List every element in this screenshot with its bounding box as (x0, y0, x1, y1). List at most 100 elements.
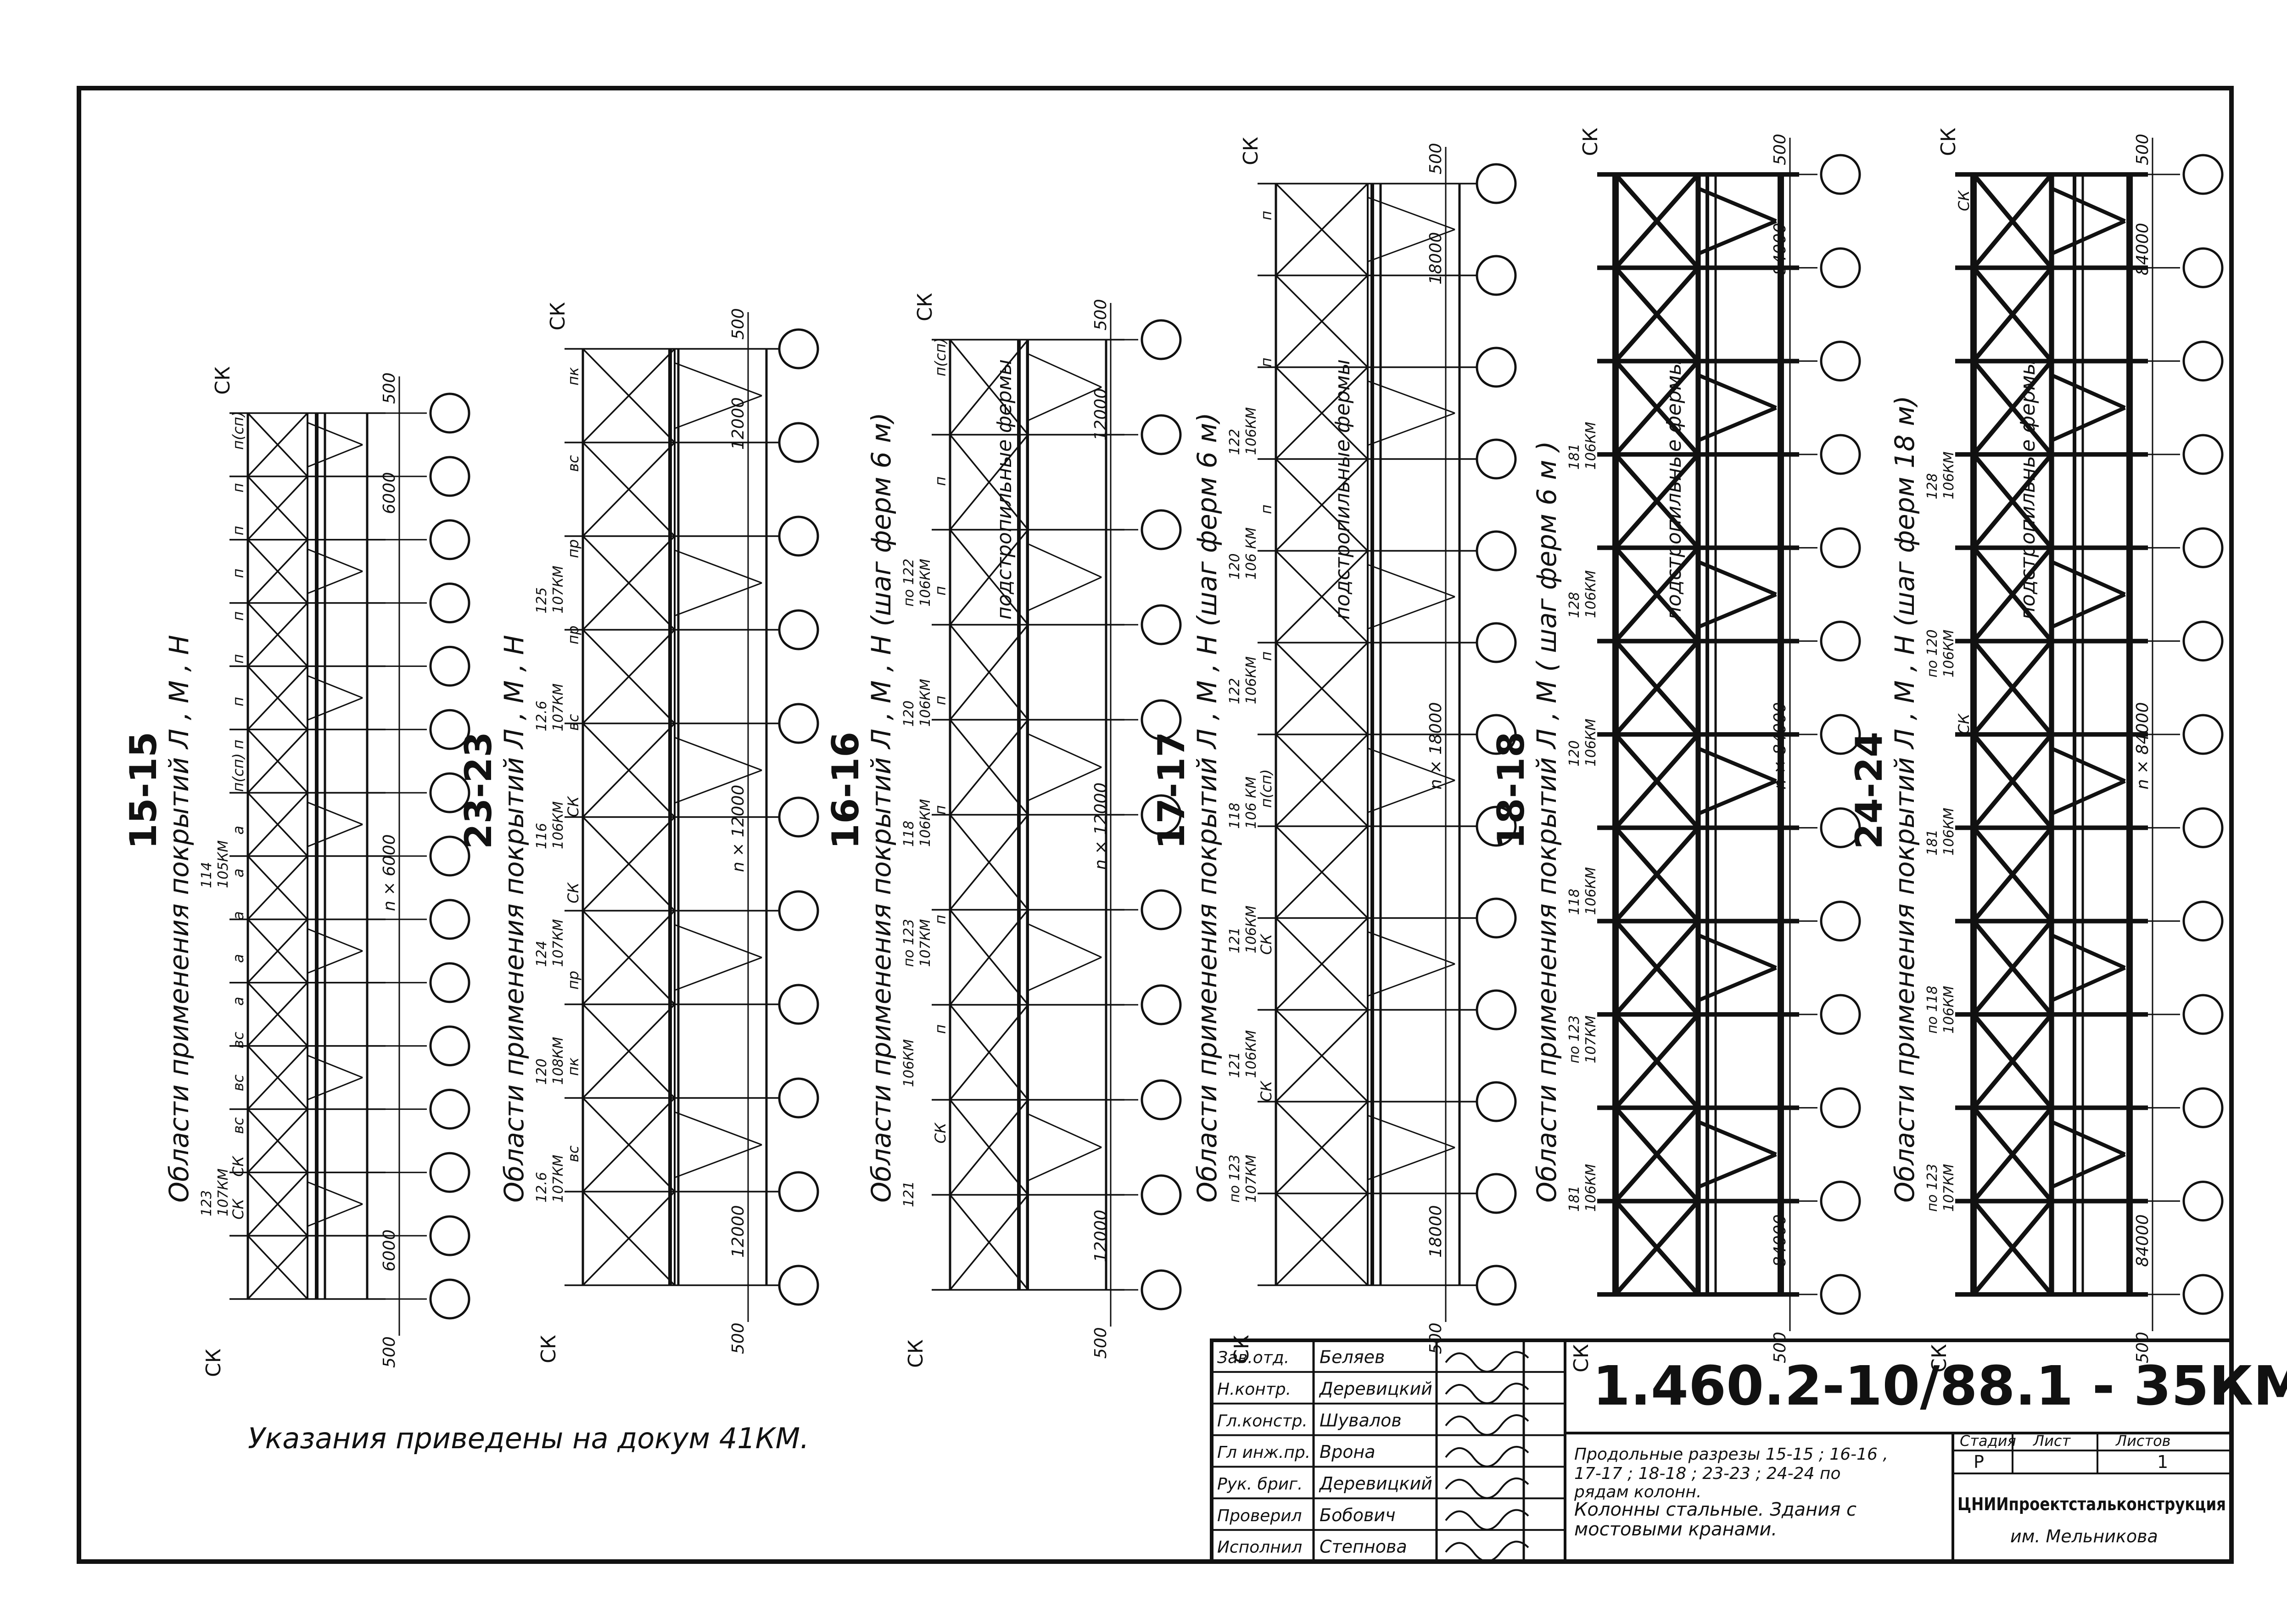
axis-marker-circle (1476, 1265, 1517, 1306)
bottom-mark: СК (1928, 1344, 1951, 1372)
axis-marker-circle (1476, 530, 1517, 571)
axis-marker-circle (778, 1265, 819, 1306)
member-label: п(сп) (229, 411, 247, 450)
member-label: п(сп) (229, 753, 247, 792)
axis-marker-circle (778, 796, 819, 838)
top-mark: СК (546, 302, 570, 330)
reference-callout: 118 (901, 821, 917, 847)
bottom-mark: СК (1570, 1344, 1593, 1372)
title-block-name: Степнова (1320, 1537, 1407, 1557)
axis-marker-circle (1476, 622, 1517, 663)
member-label: п (229, 483, 247, 493)
reference-callout: 118 (1227, 802, 1243, 829)
reference-callout: 107КМ (215, 1168, 231, 1216)
top-mark: СК (1239, 137, 1263, 165)
member-label: п (932, 915, 949, 924)
section-mark: 23-23 (457, 732, 500, 849)
member-label: СК (565, 796, 582, 817)
axis-marker-circle (1141, 1079, 1182, 1120)
axis-marker-circle (1476, 255, 1517, 296)
dim-bottom: 500 (1091, 1327, 1110, 1359)
reference-callout: 107КМ (550, 683, 566, 732)
axis-marker-circle (1820, 341, 1861, 382)
member-label: п (932, 1025, 949, 1034)
reference-callout: 128 (1566, 592, 1582, 618)
sheet-label: Лист (2033, 1432, 2071, 1450)
member-label: п (932, 476, 949, 486)
sheet-frame (77, 86, 2234, 1564)
reference-callout: 116 (534, 823, 550, 849)
axis-marker-circle (1820, 994, 1861, 1035)
member-label: п (1258, 211, 1275, 220)
member-label: п (229, 611, 247, 621)
reference-callout: 128 (1924, 473, 1940, 499)
reference-callout: 107КМ (917, 919, 934, 967)
member-label: пр (565, 626, 582, 644)
reference-callout: 106КМ (917, 679, 934, 727)
reference-callout: 105КМ (215, 840, 231, 888)
span-mid: n × 6000 (380, 834, 399, 911)
axis-marker-circle (1820, 714, 1861, 755)
axis-marker-circle (1141, 699, 1182, 740)
section-caption: Области применения покрытий Л , М , Н (ш… (866, 413, 897, 1203)
reference-callout: 107КМ (1583, 1015, 1599, 1064)
title-block-role: Н.контр. (1217, 1380, 1291, 1399)
member-label: п (1258, 358, 1275, 367)
reference-callout: 107КМ (550, 566, 566, 614)
span-top: 84000 (2133, 223, 2152, 275)
member-label: а (229, 826, 247, 835)
axis-marker-circle (1820, 247, 1861, 288)
axis-marker-circle (1141, 1269, 1182, 1310)
dim-bottom: 500 (1771, 1332, 1789, 1363)
section-caption: Области применения покрытий Л , М , Н (ш… (1191, 413, 1223, 1203)
axis-marker-circle (1476, 1081, 1517, 1122)
axis-marker-circle (2182, 527, 2224, 568)
reference-callout: 124 (534, 941, 550, 967)
axis-marker-circle (429, 456, 470, 497)
reference-callout: по 123 (1227, 1154, 1243, 1203)
member-label: п (932, 695, 949, 705)
member-label: вс (229, 1075, 247, 1092)
reference-callout: 107КМ (1243, 1154, 1259, 1203)
section-mark: 18-18 (1490, 732, 1532, 849)
dim-top: 500 (729, 308, 748, 340)
sheets-value: 1 (2157, 1452, 2168, 1472)
description-line-4: Колонны стальные. Здания с (1574, 1499, 1856, 1520)
axis-marker-circle (1141, 509, 1182, 550)
axis-marker-circle (1476, 438, 1517, 480)
reference-callout: 106КМ (550, 801, 566, 849)
member-label: п (229, 697, 247, 706)
description-line-1: Продольные разрезы 15-15 ; 16-16 , (1574, 1445, 1888, 1464)
axis-marker-circle (429, 582, 470, 624)
member-label: п (229, 739, 247, 749)
title-block-role: Зав.отд. (1217, 1349, 1289, 1367)
reference-callout: по 118 (1924, 986, 1940, 1034)
doc-number: 1.460.2-10/88.1 - 35КМ (1593, 1354, 2287, 1417)
member-label: п (229, 526, 247, 535)
reference-callout: 107КМ (550, 1154, 566, 1203)
axis-marker-circle (2182, 714, 2224, 755)
member-label: вс (565, 714, 582, 731)
axis-marker-circle (429, 1088, 470, 1130)
member-label: вс (565, 1145, 582, 1162)
member-label: СК (565, 882, 582, 903)
reference-callout: 106КМ (901, 1039, 917, 1087)
member-label: а (229, 997, 247, 1006)
section-subcaption: подстропильные фермы (993, 359, 1016, 620)
axis-marker-circle (429, 835, 470, 877)
reference-callout: 106КМ (1243, 906, 1259, 954)
span-mid: n × 12000 (729, 785, 748, 872)
axis-marker-circle (1141, 794, 1182, 835)
member-label: СК (229, 1198, 247, 1219)
signature-scribble (1445, 1540, 1529, 1562)
reference-callout: 107КМ (1941, 1164, 1957, 1212)
reference-callout: 181 (1566, 1186, 1582, 1212)
section-mark: 15-15 (122, 732, 165, 849)
section-caption: Области применения покрытий Л , М , Н (498, 635, 530, 1203)
span-bottom: 84000 (2133, 1214, 2152, 1267)
